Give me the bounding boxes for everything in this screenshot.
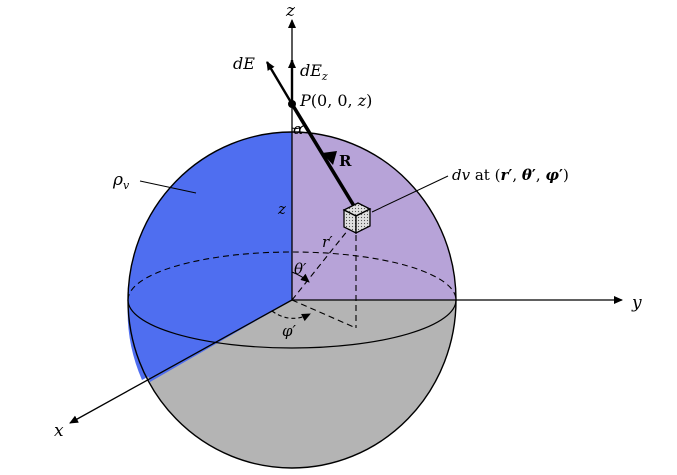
point-p-label: P(0, 0, z): [299, 91, 372, 110]
x-axis: [69, 299, 293, 424]
equator-back: [127, 251, 457, 301]
de-label: dE: [233, 54, 255, 73]
theta-prime-label: θ′: [294, 260, 307, 278]
x-axis-label: x: [54, 421, 64, 441]
r-vector-label: R: [339, 152, 352, 170]
theta-arc: [291, 271, 310, 283]
de-vector: [265, 61, 294, 105]
projection-base: [291, 299, 357, 329]
r-prime-line: [291, 219, 357, 301]
r-vector-line: [290, 103, 356, 207]
phi-prime-label: φ′: [282, 322, 297, 340]
rho-leader: [139, 180, 197, 194]
equator-front: [127, 299, 457, 349]
y-axis-label: y: [631, 293, 642, 313]
volume-element-cube: [342, 202, 372, 235]
r-vector-arrowhead: [322, 151, 337, 165]
dv-label: dv at (r′, θ′, φ′): [452, 166, 569, 184]
dez-label: dEz: [300, 61, 328, 83]
dv-leader: [371, 175, 449, 213]
r-prime-label: r′: [322, 233, 333, 251]
z-height-label: z: [277, 200, 286, 218]
z-axis-label: z: [285, 1, 296, 21]
lower-left-wedge: [127, 300, 292, 380]
point-p: [288, 100, 296, 108]
rho-label: ρv: [112, 170, 130, 192]
alpha-label: α: [293, 120, 303, 138]
phi-arc: [271, 310, 311, 322]
